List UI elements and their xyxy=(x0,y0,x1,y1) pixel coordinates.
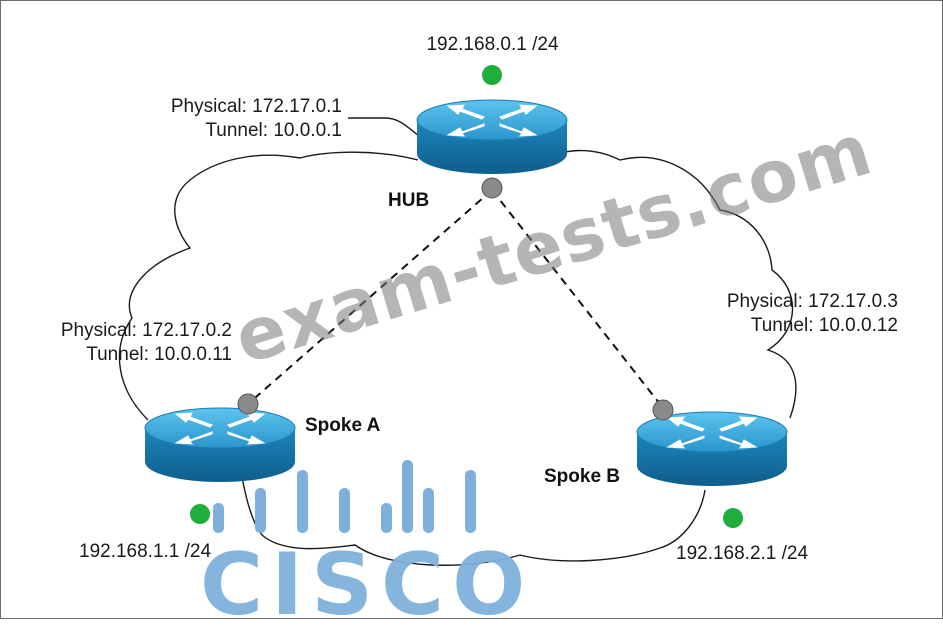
spoke-a-tunnel-dot xyxy=(237,393,259,415)
spoke-b-router-icon xyxy=(636,411,788,487)
spoke-b-tunnel-label: Tunnel: 10.0.0.12 xyxy=(750,315,898,336)
hub-lan-dot xyxy=(482,65,502,85)
spoke-b-lan-dot xyxy=(723,508,743,528)
hub-router-icon xyxy=(416,99,568,175)
hub-tunnel-label: Tunnel: 10.0.0.1 xyxy=(205,120,342,141)
cisco-logo-bars xyxy=(213,460,476,533)
spoke-a-lan-dot xyxy=(190,504,210,524)
spoke-a-name: Spoke A xyxy=(305,415,381,436)
hub-lan-label: 192.168.0.1 /24 xyxy=(426,34,559,55)
spoke-a-router-icon xyxy=(144,407,296,483)
spoke-a-tunnel-label: Tunnel: 10.0.0.11 xyxy=(86,344,232,365)
hub-tunnel-dot xyxy=(481,177,503,199)
tunnel-hub-spoke-b xyxy=(491,189,664,409)
hub-name: HUB xyxy=(388,190,430,211)
tunnel-hub-spoke-a xyxy=(247,189,493,405)
hub-label-leader xyxy=(348,117,419,136)
spoke-b-physical-label: Physical: 172.17.0.3 xyxy=(726,291,898,312)
spoke-b-tunnel-dot xyxy=(652,399,674,421)
network-topology xyxy=(118,65,797,566)
cisco-logo-word: CISCO xyxy=(200,535,534,635)
spoke-b-lan-label: 192.168.2.1 /24 xyxy=(676,543,809,564)
hub-physical-label: Physical: 172.17.0.1 xyxy=(170,96,342,117)
spoke-b-name: Spoke B xyxy=(544,466,621,487)
spoke-a-physical-label: Physical: 172.17.0.2 xyxy=(60,320,232,341)
spoke-a-lan-label: 192.168.1.1 /24 xyxy=(79,541,212,562)
